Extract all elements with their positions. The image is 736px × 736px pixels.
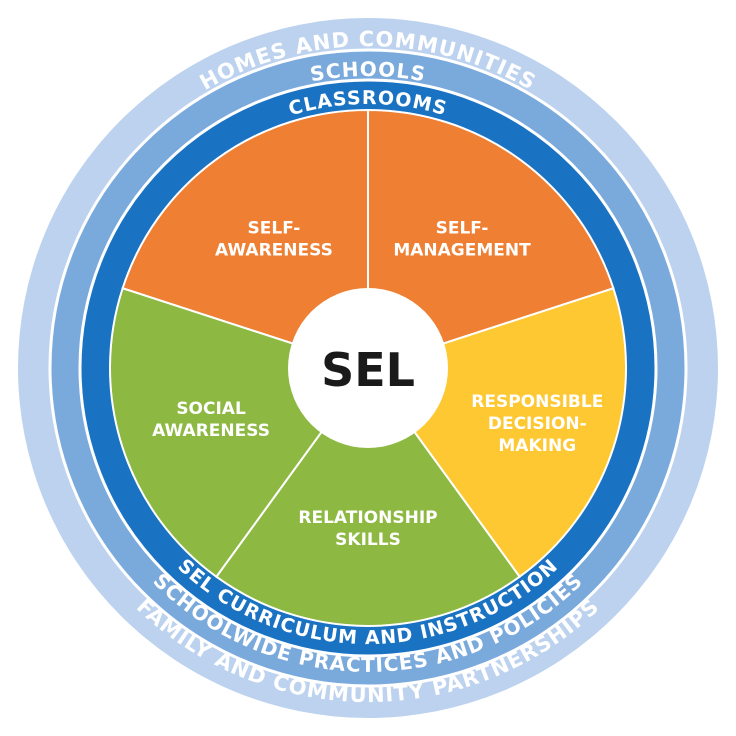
segment-label-responsible-decision-making: RESPONSIBLE <box>471 392 603 412</box>
segment-label-social-awareness: AWARENESS <box>152 421 270 441</box>
segment-self-management <box>367 108 615 370</box>
center-label: SEL <box>321 343 415 397</box>
segment-label-self-awareness: SELF- <box>248 219 301 239</box>
center-circle <box>288 288 448 448</box>
segment-label-responsible-decision-making: DECISION- <box>488 414 587 434</box>
segment-label-relationship-skills: SKILLS <box>335 530 401 550</box>
segment-self-awareness <box>121 108 369 370</box>
segment-relationship-skills <box>214 366 522 627</box>
segment-label-social-awareness: SOCIAL <box>176 399 246 419</box>
segment-label-self-management: SELF- <box>436 219 489 239</box>
segment-label-self-awareness: AWARENESS <box>215 241 333 261</box>
segment-label-responsible-decision-making: MAKING <box>498 436 576 456</box>
segment-label-self-management: MANAGEMENT <box>393 241 531 261</box>
segment-label-relationship-skills: RELATIONSHIP <box>298 508 437 528</box>
